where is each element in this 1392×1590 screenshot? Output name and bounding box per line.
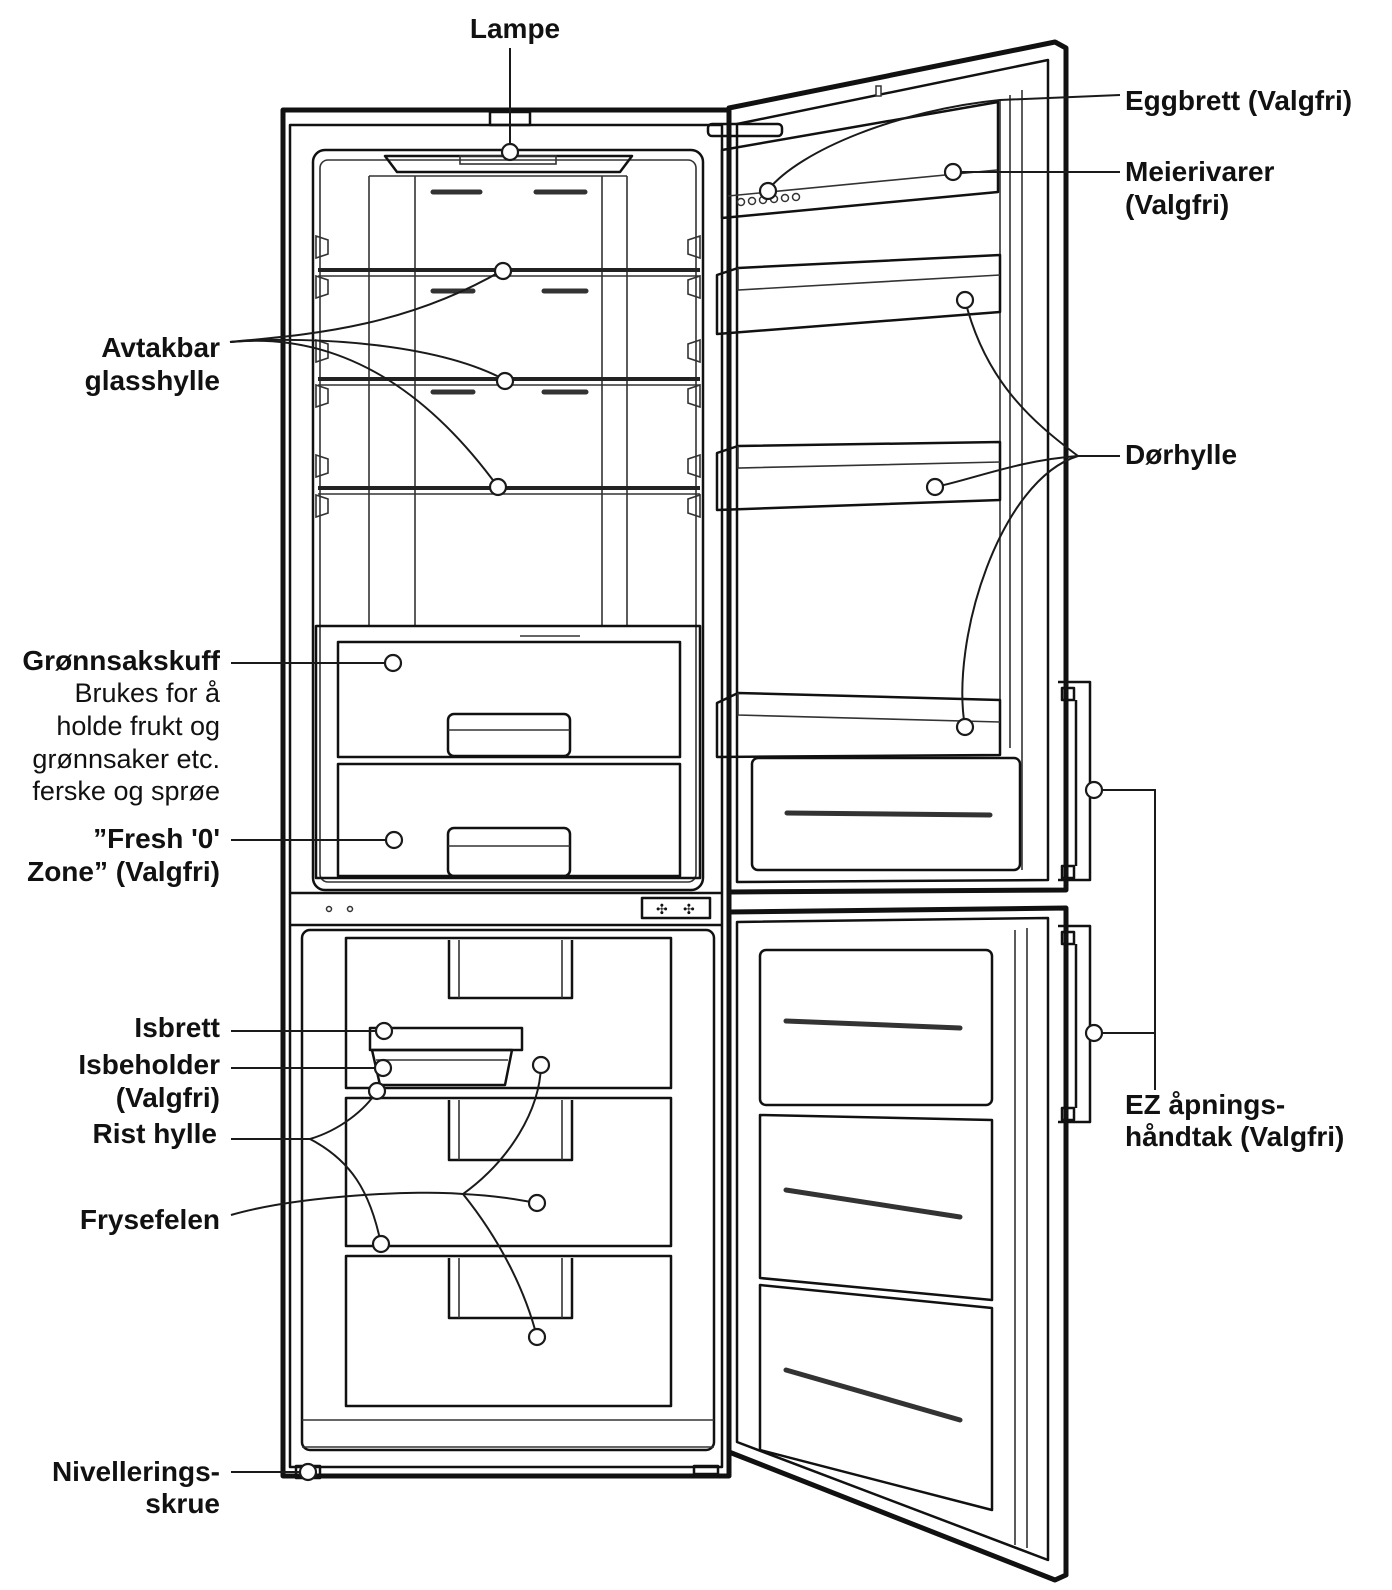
label-dorhylle: Dørhylle bbox=[1125, 439, 1237, 470]
label-isbeholder-line2: (Valgfri) bbox=[116, 1082, 220, 1113]
label-gronnsakskuff-desc-2: holde frukt og bbox=[56, 711, 220, 741]
label-ez-handle-line2: håndtak (Valgfri) bbox=[1125, 1121, 1344, 1152]
label-isbeholder-line1: Isbeholder bbox=[78, 1049, 220, 1080]
lower-door bbox=[726, 905, 1092, 1583]
label-isbrett: Isbrett bbox=[134, 1012, 220, 1043]
label-meierivarer-line2: (Valgfri) bbox=[1125, 189, 1229, 220]
labels: Lampe Eggbrett (Valgfri) Meierivarer (Va… bbox=[22, 13, 1352, 1519]
cabinet-body: ✣ ✣ bbox=[280, 107, 732, 1480]
svg-text:✣: ✣ bbox=[683, 901, 695, 917]
label-nivellering-line2: skrue bbox=[145, 1488, 220, 1519]
leader-lines bbox=[229, 48, 1156, 1473]
label-gronnsakskuff-desc-3: grønnsaker etc. bbox=[32, 744, 220, 774]
label-gronnsakskuff: Grønnsakskuff bbox=[22, 645, 220, 676]
label-meierivarer-line1: Meierivarer bbox=[1125, 156, 1275, 187]
label-ez-handle-line1: EZ åpnings- bbox=[1125, 1089, 1285, 1120]
label-nivellering-line1: Nivellerings- bbox=[52, 1456, 220, 1487]
upper-door bbox=[706, 39, 1092, 895]
label-eggbrett: Eggbrett (Valgfri) bbox=[1125, 85, 1352, 116]
label-avtakbar-line2: glasshylle bbox=[85, 365, 220, 396]
label-lampe: Lampe bbox=[470, 13, 560, 44]
label-frysefelen: Frysefelen bbox=[80, 1204, 220, 1235]
egg-cups bbox=[736, 192, 801, 207]
label-fresh-zone-line1: ”Fresh '0' bbox=[93, 823, 220, 854]
label-avtakbar-line1: Avtakbar bbox=[101, 332, 220, 363]
label-gronnsakskuff-desc-1: Brukes for å bbox=[74, 678, 221, 708]
svg-text:✣: ✣ bbox=[656, 901, 668, 917]
label-gronnsakskuff-desc-4: ferske og sprøe bbox=[32, 776, 220, 806]
label-fresh-zone-line2: Zone” (Valgfri) bbox=[27, 856, 220, 887]
callout-dots bbox=[298, 142, 1104, 1482]
label-rist-hylle: Rist hylle bbox=[93, 1118, 217, 1149]
